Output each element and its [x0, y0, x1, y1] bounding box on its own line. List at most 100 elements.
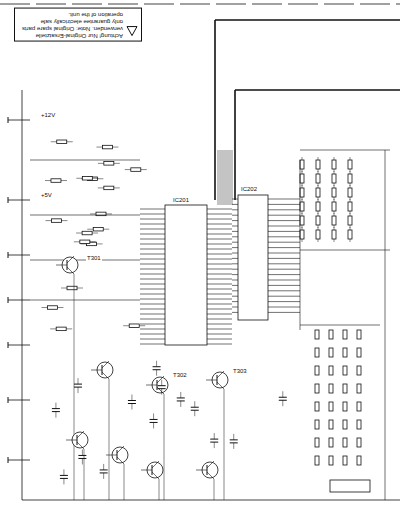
wire [350, 171, 351, 174]
wire [124, 464, 125, 500]
wire [90, 241, 96, 242]
ic-pin [268, 236, 300, 237]
resistor-symbol [315, 330, 319, 339]
wire [350, 239, 351, 242]
wire [207, 461, 214, 468]
wire [214, 479, 215, 500]
ic-pin [232, 199, 238, 200]
bottom-bus [22, 500, 400, 501]
resistor-symbol [348, 174, 352, 183]
part-label: T301 [86, 255, 102, 261]
ic-pin [207, 289, 232, 290]
resistor-symbol [357, 366, 361, 375]
wire [82, 449, 83, 455]
wire [282, 391, 283, 397]
terminal-line [8, 400, 30, 401]
wire [41, 307, 47, 308]
note-text: Achtung! Nur Original-Ersatzteile verwen… [18, 11, 123, 39]
part-label: +12V [40, 112, 56, 118]
wire [350, 213, 351, 216]
ic-pin [232, 301, 238, 302]
ic-pin [140, 344, 165, 345]
frame-line [234, 90, 236, 200]
wire [302, 185, 303, 188]
resistor-symbol [104, 186, 114, 190]
ic-pin [232, 242, 238, 243]
ic-pin [207, 249, 232, 250]
wire [125, 169, 131, 170]
ic-pin [207, 284, 232, 285]
resistor-symbol [131, 168, 141, 172]
terminal-mark [8, 457, 9, 463]
ic-pin [268, 307, 300, 308]
wire [350, 227, 351, 230]
wire [63, 469, 64, 475]
ic-pin [232, 253, 238, 254]
wire [161, 380, 162, 386]
wire [318, 239, 319, 242]
wire [67, 267, 74, 274]
ic-pin [140, 289, 165, 290]
resistor-symbol [343, 384, 347, 393]
wire [131, 404, 132, 410]
bus-wire [232, 150, 233, 205]
ic-pin [207, 274, 232, 275]
wire [114, 163, 120, 164]
ic-pin [140, 314, 165, 315]
resistor-symbol [343, 330, 347, 339]
wire [45, 220, 51, 221]
wire [114, 187, 120, 188]
ic-pin [140, 214, 165, 215]
ic-pin [140, 229, 165, 230]
ic-pin [207, 269, 232, 270]
resistor-symbol [329, 348, 333, 357]
terminal-line [8, 120, 30, 121]
ic-pin [140, 219, 165, 220]
ic-pin [207, 339, 232, 340]
ic-body [165, 205, 207, 345]
wire [318, 185, 319, 188]
wire [207, 472, 214, 479]
resistor-symbol [357, 330, 361, 339]
terminal-line [8, 460, 30, 461]
wire [302, 213, 303, 216]
resistor-symbol [357, 456, 361, 465]
wire [300, 160, 301, 330]
wire [302, 171, 303, 174]
resistor-symbol [316, 160, 320, 169]
ic-pin [232, 307, 238, 308]
ic-pin [268, 280, 300, 281]
wire [282, 400, 283, 406]
ic-pin [268, 247, 300, 248]
wire [334, 185, 335, 188]
ic-pin [232, 263, 238, 264]
wire [78, 387, 79, 393]
resistor-symbol [82, 177, 92, 181]
wire [300, 325, 380, 326]
ic-pin [268, 263, 300, 264]
resistor-symbol [316, 202, 320, 211]
ic-pin [207, 234, 232, 235]
resistor-symbol [357, 438, 361, 447]
resistor-symbol [332, 160, 336, 169]
warning-triangle [126, 26, 138, 37]
ic-pin [207, 214, 232, 215]
wire [350, 185, 351, 188]
connector-symbol [330, 480, 370, 492]
wire [318, 171, 319, 174]
resistor-symbol [300, 202, 304, 211]
resistor-symbol [300, 216, 304, 225]
resistor-symbol [343, 438, 347, 447]
ic-pin [207, 264, 232, 265]
wire [98, 163, 104, 164]
resistor-symbol [300, 174, 304, 183]
ic-pin [268, 269, 300, 270]
ic-pin [140, 244, 165, 245]
ic-pin [232, 226, 238, 227]
wire [87, 229, 93, 230]
resistor-symbol [300, 188, 304, 197]
wire [57, 307, 63, 308]
ic-pin [268, 231, 300, 232]
resistor-symbol [332, 188, 336, 197]
ic-pin [207, 254, 232, 255]
